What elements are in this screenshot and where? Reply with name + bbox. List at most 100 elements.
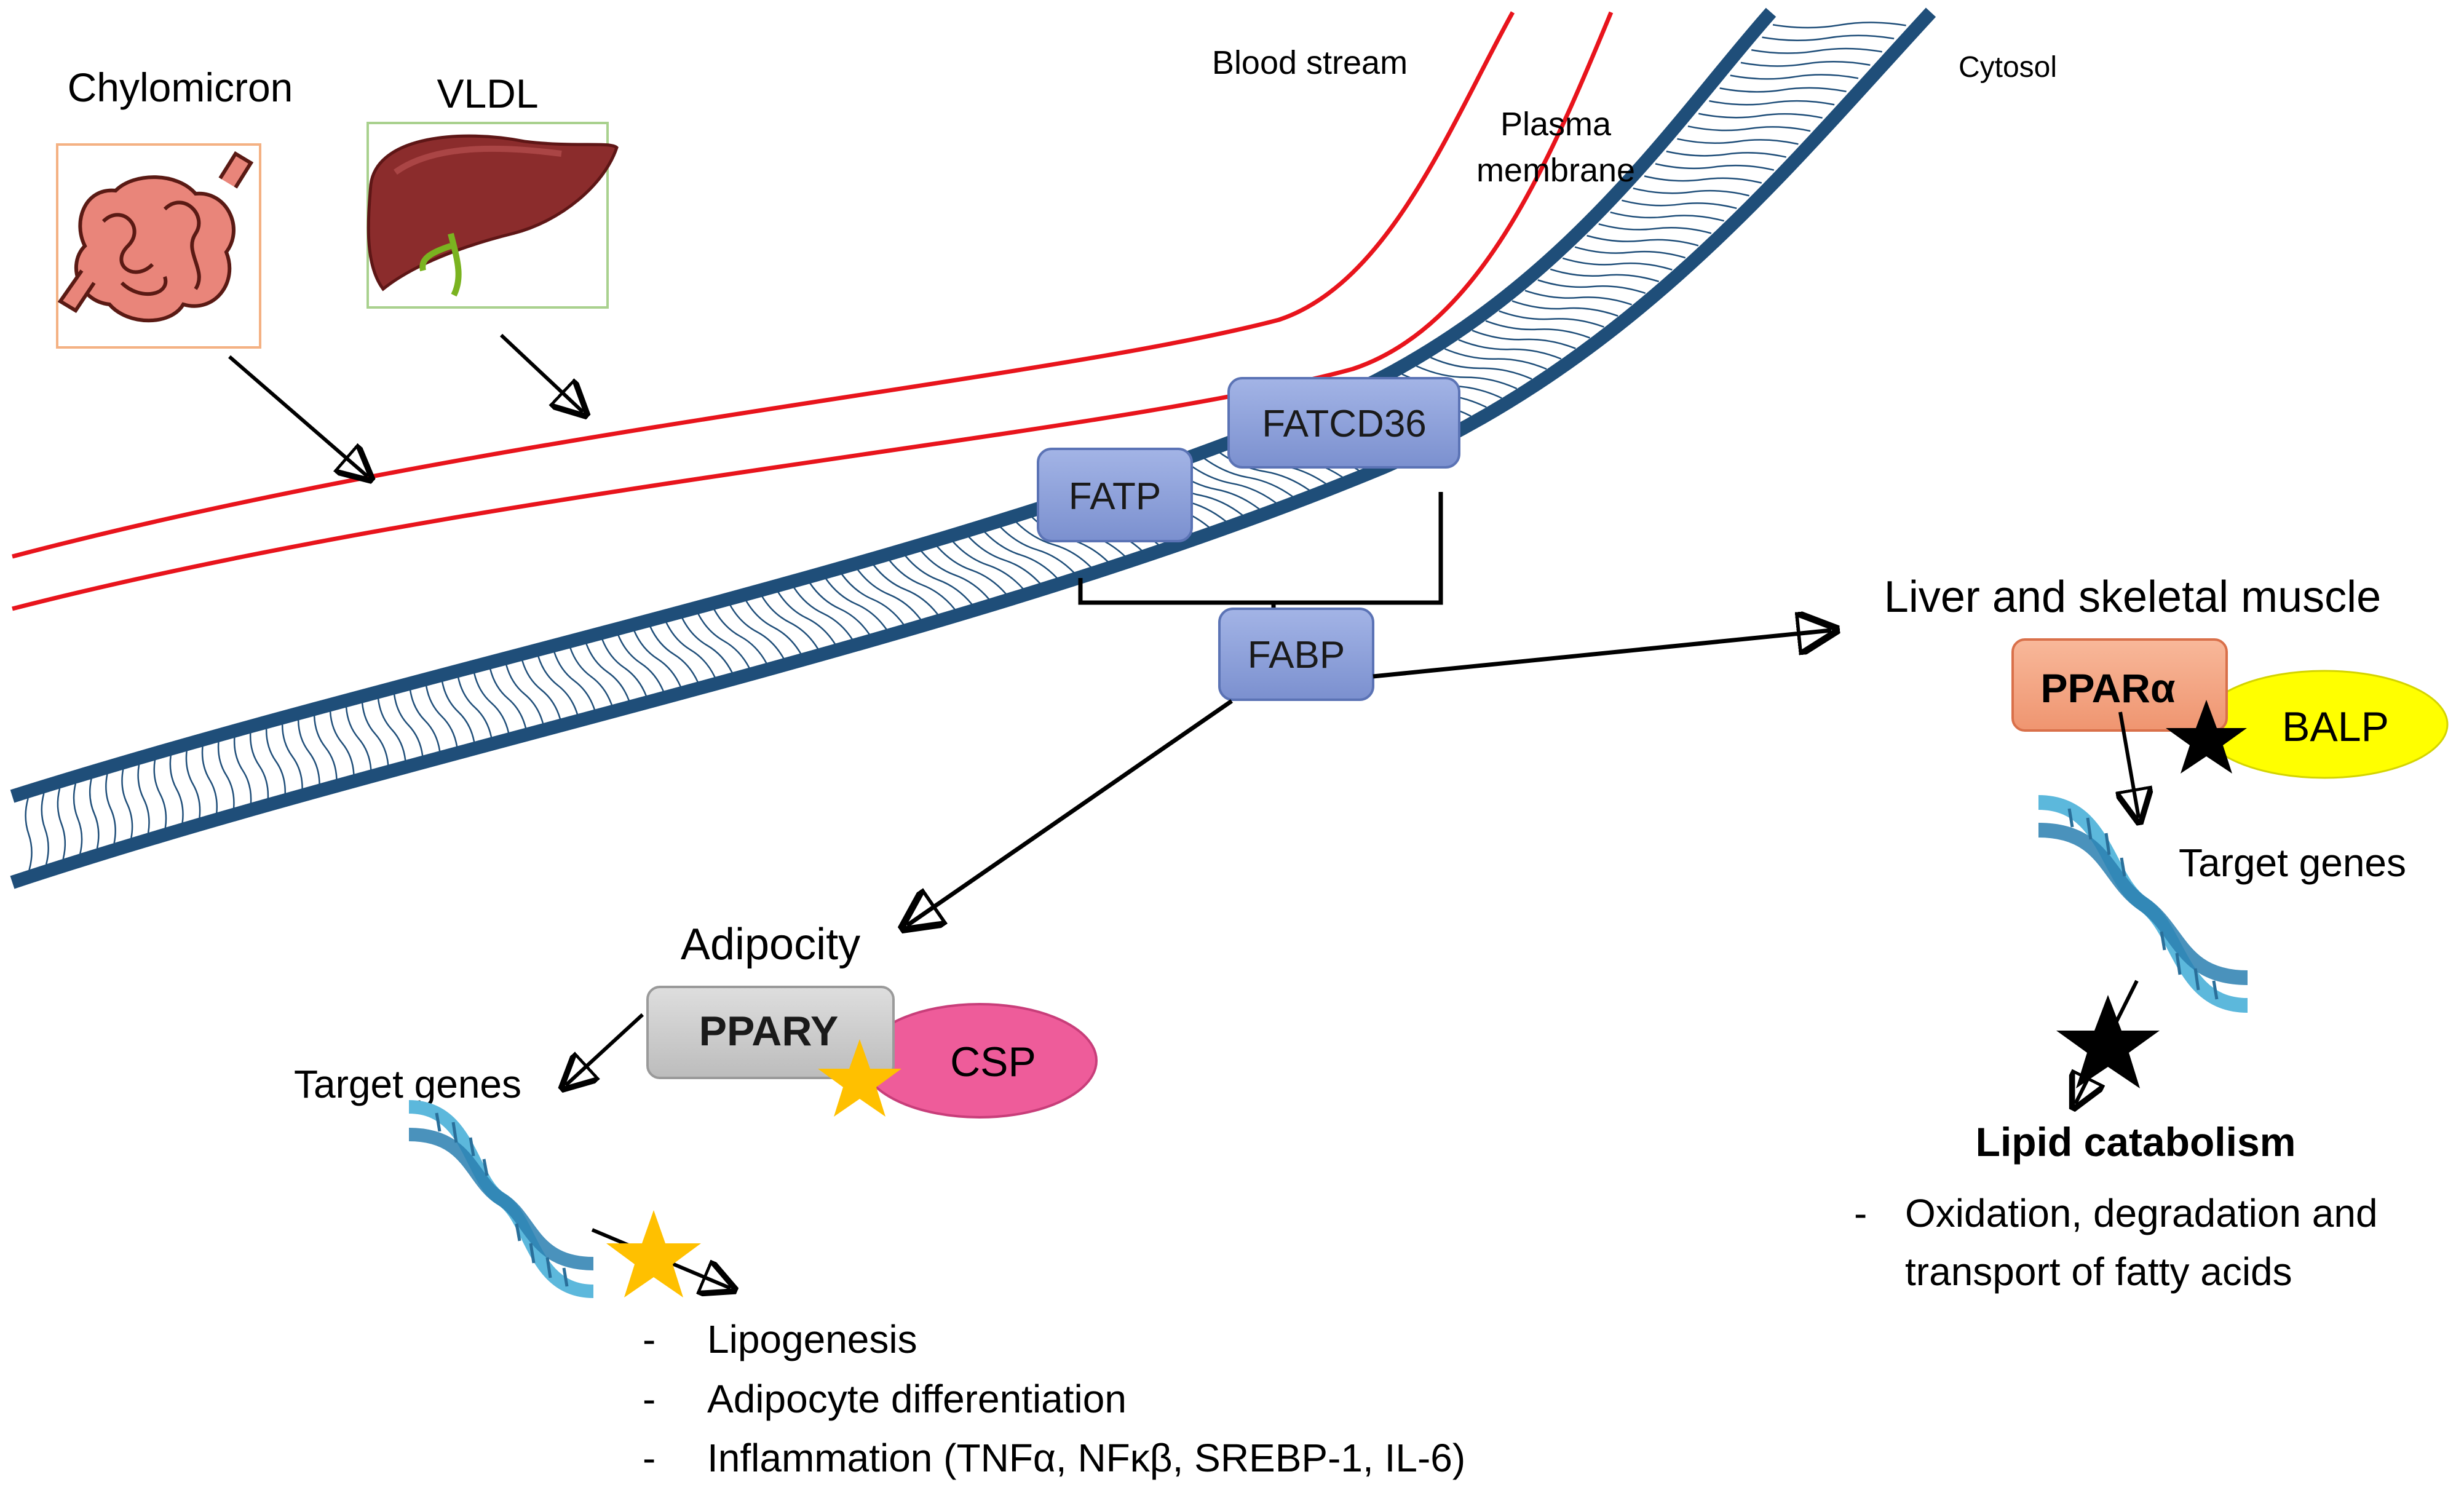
vldl-label: VLDL	[437, 71, 538, 116]
lipid-tail	[281, 724, 303, 789]
csp-star-icon	[818, 1039, 901, 1117]
lipid-tail	[361, 702, 389, 766]
lipid-tail	[1188, 463, 1277, 504]
lipid-tail	[745, 600, 802, 654]
lipid-catabolism-line-2: transport of fatty acids	[1905, 1249, 2292, 1294]
csp-label: CSP	[950, 1039, 1036, 1085]
liver-muscle-title: Liver and skeletal muscle	[1884, 572, 2381, 622]
lipid-tail	[1622, 199, 1737, 210]
liver-target-genes: Target genes	[2179, 841, 2406, 885]
lipid-tail	[1562, 257, 1673, 271]
fabp-to-adipocyte-arrow	[907, 699, 1233, 925]
lipid-tail	[265, 729, 286, 794]
lipid-tail	[1499, 310, 1604, 328]
lipid-tail	[1719, 87, 1847, 93]
adipocyte-outcome-list: - Lipogenesis - Adipocyte differentiatio…	[643, 1317, 1465, 1480]
outcome-dash-1: -	[643, 1317, 656, 1361]
lipid-tail	[633, 630, 681, 687]
lipid-tail	[889, 560, 956, 610]
lipid-tail	[425, 686, 458, 747]
lipid-tail	[473, 673, 510, 734]
lipid-tail	[777, 592, 836, 645]
lipid-tail	[553, 651, 596, 710]
lipid-tail	[1644, 175, 1762, 184]
outcome-differentiation: Adipocyte differentiation	[707, 1377, 1127, 1421]
lipid-tail	[201, 746, 218, 814]
lipid-catabolism-title: Lipid catabolism	[1976, 1119, 2296, 1165]
fatp-protein: FATP	[1037, 448, 1193, 542]
adipocyte-activation-star-icon	[606, 1210, 701, 1297]
lipid-tail	[249, 733, 269, 799]
lipid-tail	[729, 604, 785, 659]
lipid-tail	[825, 578, 887, 630]
lipid-tail	[329, 711, 355, 775]
lipid-tail	[1524, 290, 1632, 306]
lipid-tail	[457, 677, 493, 738]
lipid-tail	[697, 613, 750, 668]
blood-stream-label: Blood stream	[1212, 44, 1408, 81]
lipid-tail	[921, 550, 990, 600]
lipid-tail	[217, 742, 235, 809]
ppar-alpha-to-genes-arrow	[2120, 711, 2139, 818]
ppar-alpha-label: PPARα	[2040, 665, 2175, 711]
membrane-lipid-tails	[25, 22, 1906, 871]
outcome-dash-2: -	[643, 1377, 656, 1421]
lipid-tail	[505, 664, 544, 724]
ppar-gamma-to-genes-arrow	[566, 1013, 644, 1085]
lipid-tail	[1203, 457, 1293, 497]
lipid-tail	[1709, 100, 1835, 106]
lipid-tail	[297, 719, 320, 784]
lipid-tail	[1511, 300, 1618, 317]
fabp-protein: FABP	[1218, 608, 1374, 701]
lipid-tail	[873, 564, 939, 616]
lipid-tail	[761, 596, 819, 650]
lipid-tail	[409, 689, 441, 751]
adipocyte-target-genes: Target genes	[294, 1062, 521, 1106]
lipid-tail	[1598, 223, 1712, 234]
lipid-tail	[489, 668, 527, 729]
outcome-lipogenesis: Lipogenesis	[707, 1317, 917, 1361]
lipid-tail	[1574, 246, 1686, 259]
lipid-tail	[537, 655, 579, 715]
lipid-tail	[25, 798, 33, 871]
vldl-to-blood-arrow	[499, 333, 583, 412]
lipid-tail	[1655, 163, 1775, 171]
lipid-tail	[905, 555, 973, 605]
lipid-tail	[1587, 234, 1699, 247]
lipid-tail	[936, 545, 1007, 595]
chylomicron-to-blood-arrow	[228, 355, 368, 477]
chylomicron-label: Chylomicron	[68, 65, 293, 110]
lipid-tail	[984, 531, 1058, 579]
lipid-tail	[681, 617, 733, 673]
lipid-tail	[617, 635, 665, 692]
fatp-label: FATP	[1069, 475, 1161, 518]
lipid-tail	[1000, 526, 1075, 574]
lipid-tail	[1485, 320, 1590, 339]
blood-vessel	[12, 11, 1614, 611]
lipid-tail	[185, 751, 201, 818]
lipid-tail	[1444, 348, 1547, 370]
liver-icon	[366, 134, 619, 297]
lipid-tail	[233, 737, 252, 804]
lipid-tail	[968, 536, 1041, 584]
outcome-dash-3: -	[643, 1436, 656, 1480]
plasma-membrane-label-2: membrane	[1476, 152, 1635, 189]
lipid-tail	[1015, 521, 1091, 568]
lipid-tail	[345, 707, 372, 770]
lipid-tail	[57, 788, 66, 860]
dna-icon	[2038, 795, 2248, 1013]
lipid-tail	[793, 587, 854, 640]
lipid-tail	[1458, 339, 1562, 360]
lipid-tail	[521, 660, 561, 719]
lipid-tail	[1416, 365, 1518, 390]
lipid-tail	[1610, 211, 1724, 222]
lipid-tail	[137, 764, 150, 833]
lipid-tail	[313, 715, 338, 780]
ppar-gamma-label: PPARY	[699, 1008, 839, 1055]
lipid-tail	[1730, 74, 1859, 80]
lipid-tail	[809, 582, 870, 635]
lipid-tail	[665, 622, 716, 678]
lipid-tail	[1698, 113, 1823, 119]
lipid-tail	[1687, 125, 1811, 132]
